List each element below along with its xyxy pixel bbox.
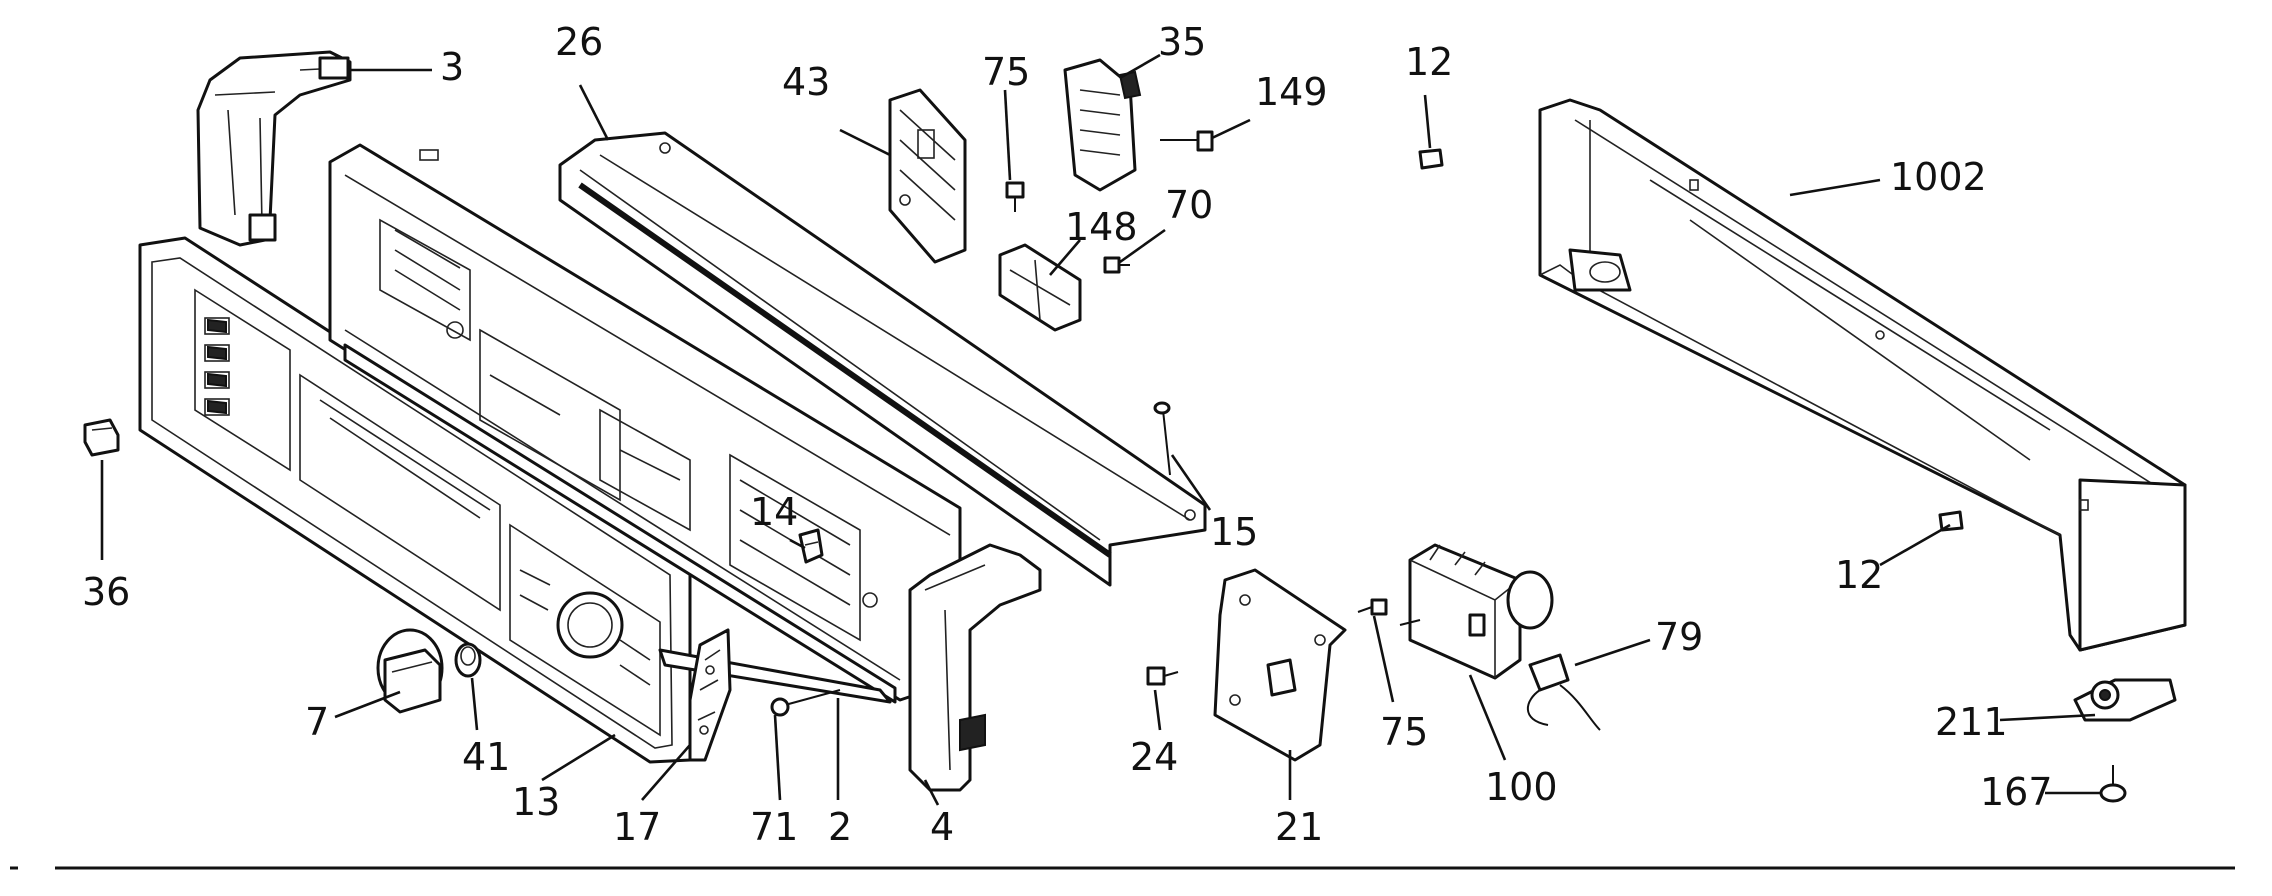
callout-12-lower: 12 — [1835, 553, 1883, 597]
part-167-screw — [2099, 765, 2127, 803]
part-75-screw-upper — [1005, 181, 1025, 212]
callout-70: 70 — [1165, 183, 1213, 227]
callout-2: 2 — [828, 805, 852, 849]
part-13-console-panel — [138, 236, 692, 764]
part-15-screw — [1153, 401, 1171, 476]
part-17-bracket — [688, 628, 732, 762]
callout-3: 3 — [440, 45, 464, 89]
part-70-screw — [1103, 256, 1130, 274]
callout-211: 211 — [1935, 700, 2008, 744]
part-148-bracket — [998, 243, 1082, 332]
part-12-clip-lower — [1938, 510, 1964, 532]
callout-100: 100 — [1485, 765, 1558, 809]
part-41-knob-insert — [454, 642, 482, 678]
part-14-clip — [798, 528, 824, 564]
part-100-timer — [1399, 543, 1554, 680]
part-79-wire-harness — [1526, 653, 1601, 731]
callout-43: 43 — [782, 60, 830, 104]
part-71-screw — [770, 689, 841, 717]
callout-41: 41 — [462, 735, 510, 779]
callout-labels: 3 26 43 75 35 149 12 1002 148 70 36 14 1… — [82, 20, 2053, 849]
callout-148: 148 — [1065, 205, 1138, 249]
part-35-top-rail — [558, 131, 1207, 587]
callout-71: 71 — [750, 805, 798, 849]
part-4-right-end-cap — [908, 543, 1042, 792]
callout-167: 167 — [1980, 770, 2053, 814]
callout-36: 36 — [82, 570, 130, 614]
callout-21: 21 — [1275, 805, 1323, 849]
leader-lines — [100, 53, 2100, 806]
part-43-bracket — [888, 88, 967, 264]
part-21-mounting-plate — [1213, 568, 1347, 762]
callout-7: 7 — [305, 700, 329, 744]
callout-75-lower: 75 — [1380, 710, 1428, 754]
callout-75-upper: 75 — [982, 50, 1030, 94]
part-1002-rear-housing — [1538, 98, 2187, 652]
callout-149: 149 — [1255, 70, 1328, 114]
callout-12-upper: 12 — [1405, 40, 1453, 84]
part-149-switch-block — [1063, 58, 1142, 192]
callout-26: 26 — [555, 20, 603, 64]
callout-1002: 1002 — [1890, 155, 1987, 199]
part-36-clip — [83, 418, 120, 457]
callout-79: 79 — [1655, 615, 1703, 659]
part-3-left-end-cap — [196, 50, 352, 247]
part-75-screw-lower — [1357, 598, 1388, 616]
callout-14: 14 — [750, 490, 798, 534]
callout-4: 4 — [930, 805, 954, 849]
part-7-knob — [376, 628, 444, 714]
callout-13: 13 — [512, 780, 560, 824]
part-12-clip-upper — [1418, 148, 1444, 170]
callout-15: 15 — [1210, 510, 1258, 554]
part-211-hinge-bracket — [2073, 678, 2177, 722]
callout-35: 35 — [1158, 20, 1206, 64]
part-24-screw — [1146, 666, 1179, 686]
callout-24: 24 — [1130, 735, 1178, 779]
callout-17: 17 — [613, 805, 661, 849]
part-149-screw — [1160, 130, 1214, 152]
